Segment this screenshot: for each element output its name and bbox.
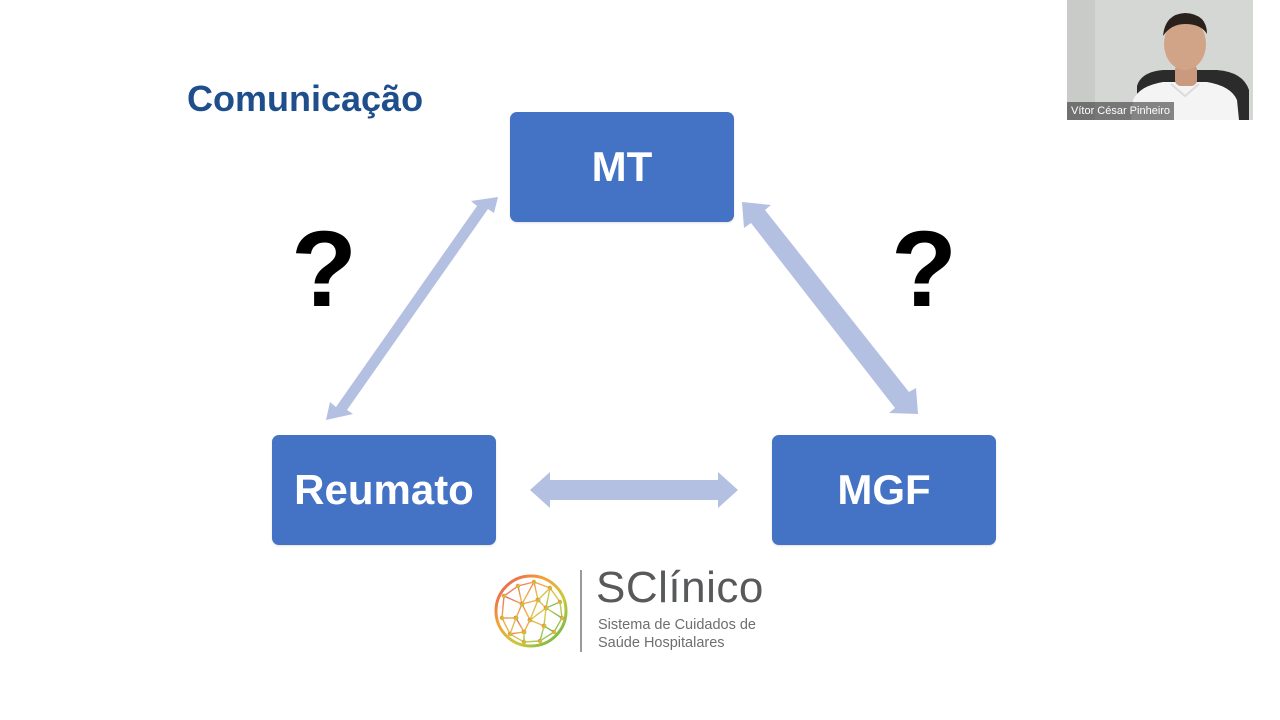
participant-name: Vítor César Pinheiro (1067, 102, 1175, 120)
node-mgf: MGF (772, 435, 996, 545)
node-mt: MT (510, 112, 734, 222)
logo-subtitle-line-1: Sistema de Cuidados de (598, 617, 756, 633)
logo-name: SClínico (596, 563, 764, 612)
sclinico-logo: SClínico Sistema de Cuidados de Saúde Ho… (494, 566, 774, 656)
logo-subtitle-line-2: Saúde Hospitalares (598, 635, 725, 651)
question-mark-left: ? (291, 208, 357, 329)
sclinico-globe-icon (494, 574, 568, 648)
participant-video-tile[interactable]: Vítor César Pinheiro (1067, 0, 1253, 120)
slide-title: Comunicação (187, 78, 424, 119)
logo-subtitle: Sistema de Cuidados de Saúde Hospitalare… (598, 616, 756, 652)
node-reumato: Reumato (272, 435, 496, 545)
arrow-reumato-mgf (530, 472, 738, 508)
arrow-mt-mgf (742, 202, 918, 414)
arrow-mt-reumato (326, 197, 498, 420)
logo-divider (580, 570, 582, 652)
question-mark-right: ? (891, 208, 957, 329)
